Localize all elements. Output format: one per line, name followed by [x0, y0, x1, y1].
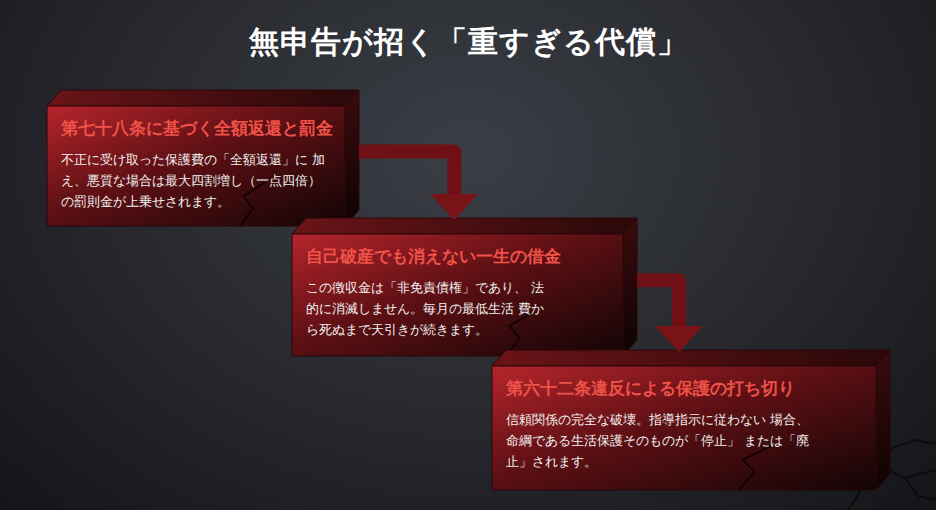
process-slab: 自己破産でも消えない一生の借金この徴収金は「非免責債権」であり、 法的に消滅しま…: [292, 218, 637, 356]
node-heading: 自己破産でも消えない一生の借金: [306, 246, 546, 268]
process-slab: 第六十二条違反による保護の打ち切り信頼関係の完全な破壊。指導指示に従わない 場合…: [492, 350, 890, 490]
flow-arrow: [637, 280, 679, 326]
slab-side-face: [345, 90, 359, 226]
slab-crack: [506, 312, 534, 356]
slab-side-face: [623, 218, 637, 356]
diagram-title: 無申告が招く「重すぎる代償」: [0, 22, 936, 63]
slab-side-face: [876, 350, 890, 490]
node-heading: 第六十二条違反による保護の打ち切り: [506, 378, 811, 400]
node-text-group: 第六十二条違反による保護の打ち切り信頼関係の完全な破壊。指導指示に従わない 場合…: [492, 350, 811, 472]
slab-front-face: [47, 106, 345, 226]
flow-arrow: [359, 152, 454, 194]
slab-crack: [739, 446, 771, 490]
slab-top-face: [47, 90, 359, 106]
node-body: この徴収金は「非免責債権」であり、 法的に消滅しません。毎月の最低生活 費から死…: [306, 277, 546, 340]
node-text-group: 第七十八条に基づく全額返還と罰金不正に受け取った保護費の「全額返還」に 加え、悪…: [47, 90, 333, 212]
slab-top-face: [292, 218, 637, 234]
node-body: 信頼関係の完全な破壊。指導指示に従わない 場合、命綱である生活保護そのものが「停…: [506, 409, 811, 472]
slab-front-face: [292, 234, 623, 356]
slab-crack: [240, 182, 265, 226]
node-heading: 第七十八条に基づく全額返還と罰金: [61, 118, 333, 140]
node-body: 不正に受け取った保護費の「全額返還」に 加え、悪質な場合は最大四割増し（一点四倍…: [61, 149, 333, 212]
node-text-group: 自己破産でも消えない一生の借金この徴収金は「非免責債権」であり、 法的に消滅しま…: [292, 218, 546, 340]
slab-front-face: [492, 366, 876, 490]
process-slab: 第七十八条に基づく全額返還と罰金不正に受け取った保護費の「全額返還」に 加え、悪…: [47, 90, 359, 226]
slab-top-face: [492, 350, 890, 366]
